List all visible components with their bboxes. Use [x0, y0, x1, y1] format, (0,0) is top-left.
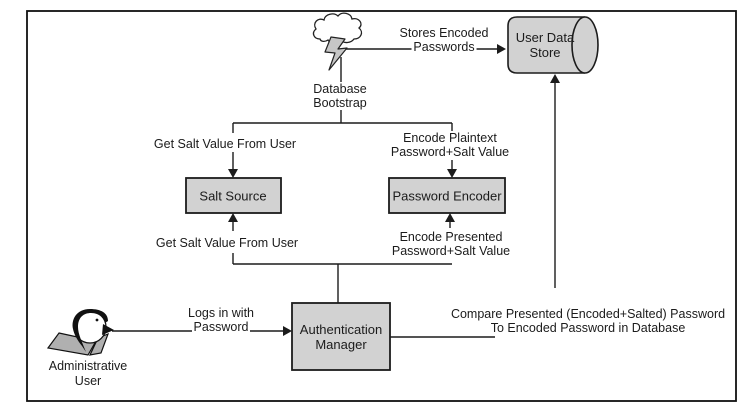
- connector-lines: [112, 48, 556, 338]
- arrowhead-into-password-encoder-bottom: [445, 213, 455, 222]
- label-line: Encode Presented: [397, 230, 505, 244]
- label-line: Manager: [315, 337, 367, 352]
- label-line: Database: [311, 82, 369, 96]
- authentication-manager-box: [291, 302, 391, 371]
- label-line: Administrative: [46, 359, 130, 374]
- label-line: Bootstrap: [311, 96, 369, 110]
- label-line: Password+Salt Value: [388, 145, 512, 159]
- arrowhead-into-datastore-bottom: [550, 74, 560, 83]
- cloud-lightning-icon: [312, 12, 363, 71]
- label-line: Store: [529, 45, 561, 60]
- person-profile-icon: [46, 309, 114, 356]
- arrowhead-into-auth-manager: [283, 326, 292, 336]
- person-eye: [95, 318, 99, 322]
- cylinder-body-fill: [508, 17, 585, 73]
- lightning-icon: [324, 36, 348, 71]
- label-line: Get Salt Value From User: [153, 236, 301, 250]
- arrowhead-into-password-encoder-top: [447, 169, 457, 178]
- label-line: Password+Salt Value: [389, 244, 513, 258]
- authentication-manager-label: Authentication Manager: [298, 322, 384, 352]
- salt-source-label: Salt Source: [197, 189, 268, 204]
- compare-password-label: Compare Presented (Encoded+Salted) Passw…: [448, 307, 728, 335]
- logs-in-with-password-label: Logs in with Password: [185, 306, 257, 334]
- arrowhead-into-salt-source-bottom: [228, 213, 238, 222]
- get-salt-value-bottom-label: Get Salt Value From User: [153, 236, 301, 250]
- encode-plaintext-label: Encode Plaintext Password+Salt Value: [388, 131, 512, 159]
- label-line: Stores Encoded: [397, 26, 491, 40]
- person-hair: [72, 309, 108, 352]
- label-line: User: [72, 374, 104, 389]
- user-data-store-cylinder: [507, 16, 599, 74]
- salt-source-box: [185, 177, 282, 214]
- label-line: Salt Source: [199, 188, 267, 204]
- label-line: Compare Presented (Encoded+Salted) Passw…: [448, 307, 728, 321]
- stores-encoded-passwords-label: Stores Encoded Passwords: [397, 26, 491, 54]
- cylinder-end-cap: [571, 16, 599, 74]
- arrowhead-into-salt-source-top: [228, 169, 238, 178]
- administrative-user-label: Administrative User: [46, 359, 130, 389]
- label-line: Password: [191, 320, 251, 334]
- database-bootstrap-label: Database Bootstrap: [311, 82, 369, 110]
- person-shoulder-right: [88, 332, 110, 356]
- cylinder-body-outline: [507, 16, 585, 74]
- user-data-store-label: User Data Store: [514, 30, 577, 60]
- label-line: Get Salt Value From User: [151, 137, 299, 151]
- password-encoder-label: Password Encoder: [390, 189, 503, 204]
- arrowhead-into-datastore-left: [497, 44, 506, 54]
- label-line: Logs in with: [185, 306, 257, 320]
- label-line: To Encoded Password in Database: [488, 321, 688, 335]
- arrowheads: [228, 44, 560, 336]
- password-encoder-box: [388, 177, 506, 214]
- get-salt-value-top-label: Get Salt Value From User: [151, 137, 299, 151]
- figure-frame: [26, 10, 737, 402]
- label-line: Passwords: [411, 40, 477, 54]
- person-mouth: [102, 324, 114, 335]
- label-line: Authentication: [299, 322, 383, 337]
- label-line: Encode Plaintext: [401, 131, 499, 145]
- encode-presented-label: Encode Presented Password+Salt Value: [389, 230, 513, 258]
- label-line: User Data: [515, 30, 575, 45]
- label-line: Password Encoder: [392, 188, 502, 204]
